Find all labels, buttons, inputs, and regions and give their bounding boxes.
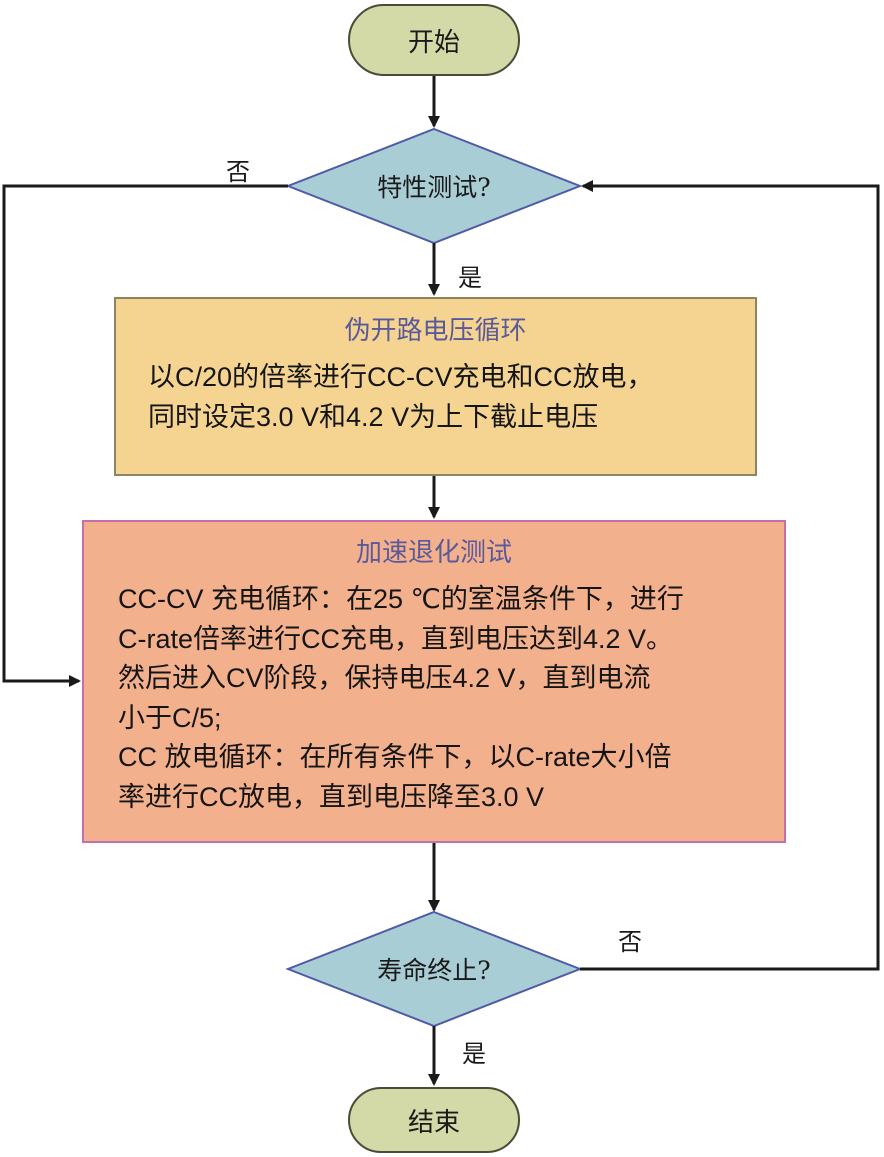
decision-characterization-label: 特性测试?: [330, 166, 538, 206]
edge-label-characterization-no: 否: [226, 158, 250, 186]
pseudo-ocv-title: 伪开路电压循环: [344, 316, 527, 346]
start-node: 开始: [348, 4, 520, 76]
decision-eol-text: 寿命终止?: [377, 956, 491, 985]
end-node: 结束: [348, 1087, 520, 1153]
edge-label-eol-no: 否: [618, 928, 642, 956]
pseudo-ocv-cycle-box: 伪开路电压循环 以C/20的倍率进行CC-CV充电和CC放电， 同时设定3.0 …: [114, 297, 757, 476]
aging-line: 然后进入CV阶段，保持电压4.2 V，直到电流: [118, 663, 651, 693]
pseudo-ocv-line: 同时设定3.0 V和4.2 V为上下截止电压: [148, 402, 599, 432]
aging-line: 率进行CC放电，直到电压降至3.0 V: [118, 781, 545, 812]
end-label: 结束: [407, 1107, 460, 1138]
edge-label-characterization-yes: 是: [458, 264, 482, 292]
aging-line: 小于C/5;: [118, 702, 222, 733]
edge-label-eol-yes: 是: [462, 1040, 486, 1068]
aging-line: CC 放电循环：在所有条件下，以C-rate大小倍: [118, 742, 672, 772]
aging-line: C-rate倍率进行CC充电，直到电压达到4.2 V。: [118, 623, 674, 654]
accelerated-aging-body: CC-CV 充电循环：在25 ℃的室温条件下，进行 C-rate倍率进行CC充电…: [104, 580, 764, 817]
decision-characterization-text: 特性测试?: [377, 173, 491, 202]
aging-line: CC-CV 充电循环：在25 ℃的室温条件下，进行: [118, 584, 684, 614]
pseudo-ocv-body: 以C/20的倍率进行CC-CV充电和CC放电， 同时设定3.0 V和4.2 V为…: [136, 357, 735, 437]
start-label: 开始: [407, 27, 460, 58]
accelerated-aging-title: 加速退化测试: [355, 538, 512, 568]
decision-eol-label: 寿命终止?: [330, 949, 538, 989]
arrow-eol-no: [580, 180, 880, 971]
accelerated-aging-box: 加速退化测试 CC-CV 充电循环：在25 ℃的室温条件下，进行 C-rate倍…: [82, 520, 786, 843]
arrow-characterization-no: [2, 184, 288, 687]
pseudo-ocv-line: 以C/20的倍率进行CC-CV充电和CC放电，: [148, 362, 654, 392]
